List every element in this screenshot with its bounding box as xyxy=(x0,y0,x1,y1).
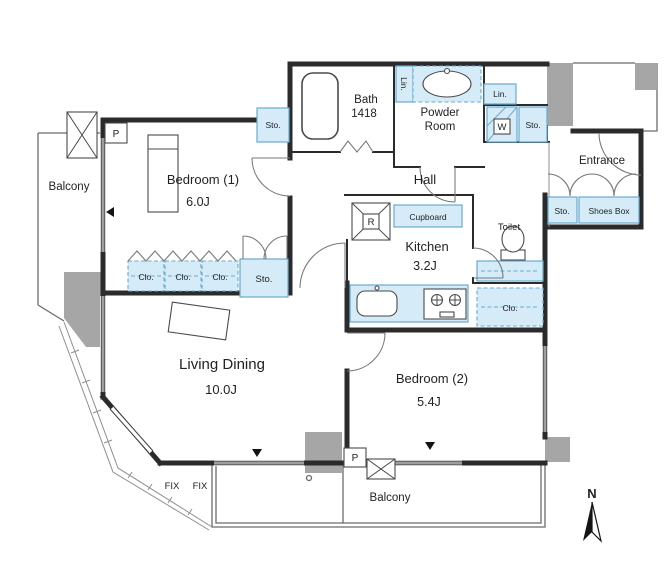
shoes-box xyxy=(578,196,640,224)
closet-accordion-door xyxy=(127,250,237,262)
powder-room-label-1: Powder xyxy=(421,107,460,119)
balcony-hatch-box xyxy=(66,111,98,159)
closet-label-1: Clo. xyxy=(138,272,153,282)
toilet-bowl-icon xyxy=(501,225,525,253)
bath-label: Bath xyxy=(354,94,378,106)
kitchen-counter xyxy=(349,284,469,323)
living-dining-size: 10.0J xyxy=(205,382,237,397)
closet-label-bedroom2: Clo. xyxy=(502,303,517,313)
storage-label-bedroom1: Sto. xyxy=(256,274,273,285)
windows xyxy=(100,138,548,466)
bedroom1-door-arc xyxy=(251,157,291,197)
cupboard-box xyxy=(393,204,463,228)
hall-label: Hall xyxy=(414,172,437,187)
pipe-shaft-label-bottom: P xyxy=(352,453,359,464)
north-label: N xyxy=(587,486,596,501)
powder-room-label-2: Room xyxy=(425,121,456,133)
pillar-bottom-center xyxy=(305,432,342,473)
closet-label-3: Clo. xyxy=(212,272,227,282)
storage-door-arc-right xyxy=(263,235,288,260)
fix-window-label-1: FIX xyxy=(165,481,180,492)
table-icon xyxy=(167,301,231,341)
door-swings xyxy=(127,132,642,372)
pillar-balcony-left xyxy=(64,272,103,347)
bottom-balcony-rail xyxy=(211,463,546,528)
storage-label-hall: Sto. xyxy=(525,120,540,130)
living-dining-label: Living Dining xyxy=(179,356,265,373)
sink-bowl-icon xyxy=(422,70,472,98)
structural-pillars xyxy=(64,63,657,473)
faucet-icon xyxy=(443,67,451,75)
entrance-label: Entrance xyxy=(579,155,625,167)
refrigerator-space xyxy=(351,202,391,241)
grill-icon xyxy=(439,311,455,318)
storage-label-entrance: Sto. xyxy=(554,206,569,216)
bedroom1-closets xyxy=(127,260,239,292)
linen-label-vertical: Lin. xyxy=(399,77,409,91)
storage-box-bedroom1 xyxy=(239,258,289,298)
powder-door-arc xyxy=(419,166,456,203)
balcony-post xyxy=(305,474,313,482)
balcony-left-label: Balcony xyxy=(49,181,90,193)
closet-label-2: Clo. xyxy=(175,272,190,282)
pillar-top-right xyxy=(547,63,573,126)
pillar-bottom-right xyxy=(545,437,570,462)
cupboard-label: Cupboard xyxy=(409,212,447,222)
bedroom2-size: 5.4J xyxy=(417,395,441,409)
bedroom2-closet xyxy=(476,287,544,327)
crossed-service-box xyxy=(366,458,396,480)
shoes-box-door-arc xyxy=(613,173,637,197)
shoes-box-door-arc xyxy=(569,173,593,197)
toilet-label: Toilet xyxy=(498,222,521,233)
kitchen-size: 3.2J xyxy=(413,259,437,273)
compass-north-icon: N xyxy=(583,486,603,543)
bath-folding-door xyxy=(339,140,374,153)
washer-label: W xyxy=(498,122,507,133)
direction-markers xyxy=(106,207,435,457)
pipe-shaft-label-top: P xyxy=(113,129,120,140)
bedroom1-size: 6.0J xyxy=(186,195,210,209)
storage-box-hall xyxy=(518,106,548,143)
linen-box-horizontal xyxy=(483,83,517,105)
bathtub-icon xyxy=(301,72,339,140)
storage-box-entrance xyxy=(547,196,578,224)
toilet-room-fixtures xyxy=(476,225,544,282)
pipe-shaft-box-top xyxy=(104,122,128,144)
shoes-box-label: Shoes Box xyxy=(588,206,630,216)
toilet-door-arc xyxy=(472,247,504,279)
pillar-corner-right xyxy=(635,63,657,90)
exterior-eave-lines xyxy=(58,321,213,531)
living-door-arc xyxy=(299,242,346,289)
kitchen-sink-icon xyxy=(356,290,398,317)
bed-icon xyxy=(147,134,179,213)
fix-window-label-2: FIX xyxy=(193,481,208,492)
storage-box-bath xyxy=(256,107,290,143)
pipe-shaft-box-bottom xyxy=(343,447,367,468)
bedroom1-label: Bedroom (1) xyxy=(167,172,239,187)
linen-label-horizontal: Lin. xyxy=(493,89,507,99)
storage-door-arc-left xyxy=(242,235,267,260)
kitchen-label: Kitchen xyxy=(405,239,448,254)
balcony-bottom-label: Balcony xyxy=(370,492,411,504)
bath-size: 1418 xyxy=(351,108,377,120)
kitchen-faucet-icon xyxy=(374,285,380,291)
bedroom2-door-arc xyxy=(346,332,386,372)
washer-space xyxy=(486,106,518,143)
bedroom2-label: Bedroom (2) xyxy=(396,371,468,386)
refrigerator-label: R xyxy=(368,217,375,228)
storage-label-bath: Sto. xyxy=(265,120,280,130)
